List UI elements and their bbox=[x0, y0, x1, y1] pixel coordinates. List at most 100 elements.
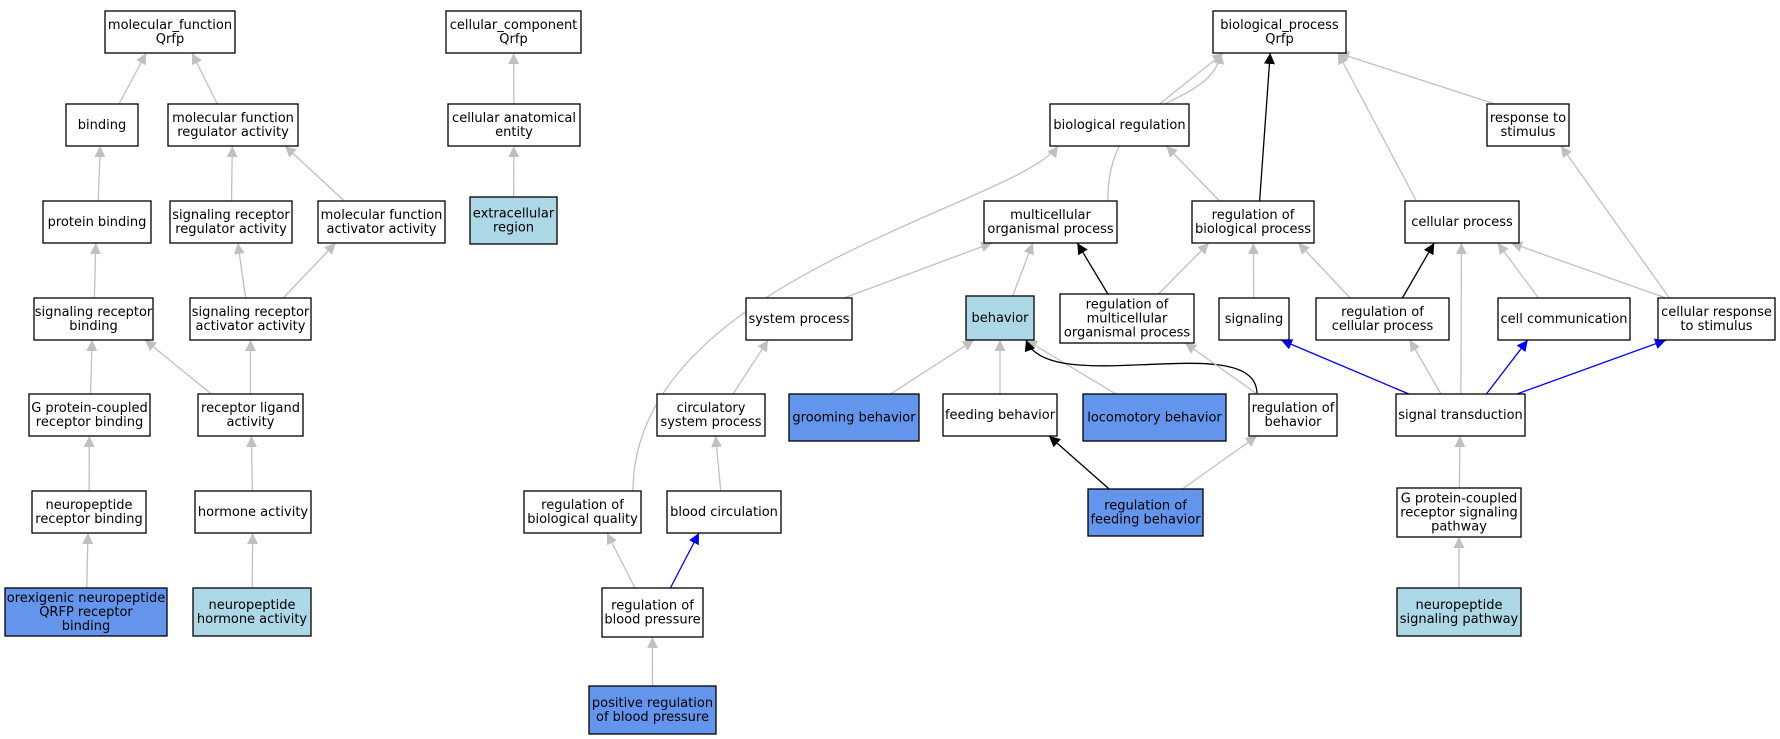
edge-rmop-to-rbp bbox=[1158, 242, 1210, 295]
node-box-mf bbox=[104, 10, 236, 54]
node-fb[interactable]: feeding behavior bbox=[942, 393, 1058, 437]
node-label-rbpr-1: blood pressure bbox=[604, 613, 700, 628]
edge-sraa-to-srra bbox=[233, 242, 247, 299]
edge-cp-to-bp bbox=[1337, 52, 1417, 202]
node-box-er bbox=[469, 196, 558, 245]
node-label-mfra-1: regulator activity bbox=[177, 125, 289, 140]
node-lb[interactable]: locomotory behavior bbox=[1082, 393, 1227, 442]
node-box-nha bbox=[192, 587, 312, 637]
node-box-nsp bbox=[1396, 587, 1522, 637]
node-label-cp-0: cellular process bbox=[1411, 215, 1513, 230]
node-ha[interactable]: hormone activity bbox=[194, 490, 312, 534]
edge-crs-to-rts bbox=[1560, 145, 1670, 299]
node-box-crs bbox=[1657, 297, 1776, 341]
node-label-sp-0: system process bbox=[748, 312, 849, 327]
node-label-mfra-0: molecular function bbox=[172, 111, 294, 126]
node-sig[interactable]: signaling bbox=[1218, 297, 1290, 341]
edge-gpcrsp-to-st bbox=[1454, 435, 1466, 489]
node-breg[interactable]: biological regulation bbox=[1049, 103, 1190, 147]
node-label-cc-0: cellular_component bbox=[450, 18, 578, 33]
edge-gb-to-beh bbox=[890, 339, 975, 395]
node-label-srra-0: signaling receptor bbox=[172, 208, 290, 223]
node-label-mop-1: organismal process bbox=[987, 222, 1113, 237]
edge-rbpr-to-rbq bbox=[606, 532, 636, 589]
node-label-gpcrb-0: G protein-coupled bbox=[31, 401, 148, 416]
edge-layer bbox=[82, 51, 1670, 686]
node-ccom[interactable]: cell communication bbox=[1497, 297, 1631, 341]
node-label-gpcrsp-2: pathway bbox=[1431, 520, 1487, 535]
node-box-cp bbox=[1404, 200, 1520, 244]
node-label-st-0: signal transduction bbox=[1398, 408, 1523, 423]
node-label-rbp-0: regulation of bbox=[1212, 208, 1295, 223]
edge-sraa-to-mfaa bbox=[282, 242, 337, 299]
node-box-csp bbox=[656, 393, 766, 437]
node-label-bp-1: Qrfp bbox=[1265, 32, 1293, 47]
edge-st-to-ccom bbox=[1485, 339, 1529, 395]
node-label-rts-0: response to bbox=[1490, 111, 1566, 126]
node-box-rfb bbox=[1087, 488, 1204, 537]
edge-rcp-to-rbp bbox=[1297, 242, 1351, 299]
node-label-rbq-0: regulation of bbox=[541, 498, 624, 513]
node-binding[interactable]: binding bbox=[65, 103, 139, 147]
edge-rbeh-to-rmop bbox=[1184, 342, 1258, 395]
node-label-cae-0: cellular anatomical bbox=[452, 111, 576, 126]
node-st[interactable]: signal transduction bbox=[1395, 393, 1526, 437]
node-label-sraa-0: signaling receptor bbox=[192, 305, 310, 320]
node-bc[interactable]: blood circulation bbox=[666, 490, 782, 534]
edge-lb-to-beh bbox=[1025, 339, 1117, 395]
node-cp[interactable]: cellular process bbox=[1404, 200, 1520, 244]
node-sp[interactable]: system process bbox=[745, 297, 853, 341]
node-beh[interactable]: behavior bbox=[965, 295, 1035, 341]
node-label-beh-0: behavior bbox=[971, 311, 1029, 326]
node-label-prbp-0: positive regulation bbox=[592, 696, 713, 711]
edge-rbp-to-bp bbox=[1258, 52, 1275, 202]
edge-rla-to-srb bbox=[144, 339, 212, 395]
node-label-rbeh-1: behavior bbox=[1264, 415, 1322, 430]
node-box-gb bbox=[788, 393, 920, 442]
node-pb[interactable]: protein binding bbox=[42, 200, 152, 244]
node-label-sraa-1: activator activity bbox=[196, 319, 306, 334]
node-label-rbq-1: biological quality bbox=[527, 512, 638, 527]
node-label-ha-0: hormone activity bbox=[198, 505, 309, 520]
node-label-onqrb-2: binding bbox=[62, 619, 110, 634]
node-label-srb-1: binding bbox=[69, 319, 117, 334]
node-box-nrb bbox=[31, 490, 147, 534]
edge-ccom-to-cp bbox=[1497, 242, 1540, 299]
edge-sp-to-mop bbox=[843, 241, 993, 299]
node-label-nrb-0: neuropeptide bbox=[46, 498, 133, 513]
node-gb[interactable]: grooming behavior bbox=[788, 393, 920, 442]
node-label-rbeh-0: regulation of bbox=[1252, 401, 1335, 416]
edge-rcp-to-cp bbox=[1401, 242, 1435, 299]
edge-rbeh-to-beh bbox=[1024, 339, 1258, 395]
